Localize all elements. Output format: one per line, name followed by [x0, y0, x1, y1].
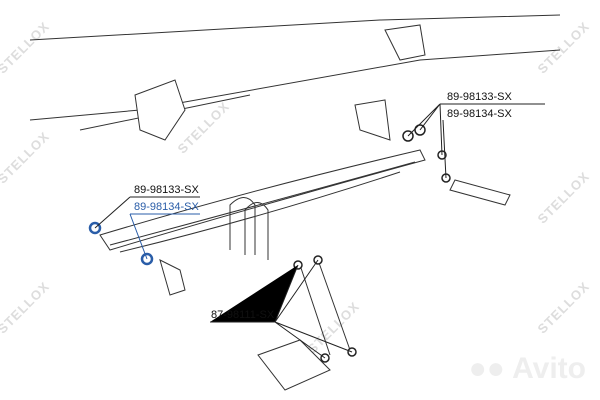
rear-hanger: [384, 24, 426, 61]
pin: [159, 259, 186, 296]
part-label-highlighted: 89-98134-SX: [134, 201, 199, 213]
part-label: 89-98134-SX: [447, 108, 512, 120]
leader-line-blue: [129, 213, 200, 260]
shock-bracket: [257, 339, 331, 391]
frame-rail: [29, 14, 561, 121]
leaf-spring: [99, 149, 426, 251]
rear-pin: [449, 179, 511, 206]
leader-line: [407, 103, 545, 179]
part-label: 87-98111-SX: [211, 309, 275, 321]
part-label: 89-98133-SX: [134, 184, 199, 196]
part-label: 89-98133-SX: [447, 91, 512, 103]
u-bolt: [229, 197, 269, 260]
shackle-plate: [354, 99, 391, 141]
leader-line: [210, 259, 353, 359]
leaf-spring-2: [109, 161, 416, 253]
avito-logo: ●● Avito: [468, 352, 586, 385]
shock: [299, 259, 351, 356]
leader-line: [94, 196, 200, 229]
front-hanger: [134, 79, 186, 141]
